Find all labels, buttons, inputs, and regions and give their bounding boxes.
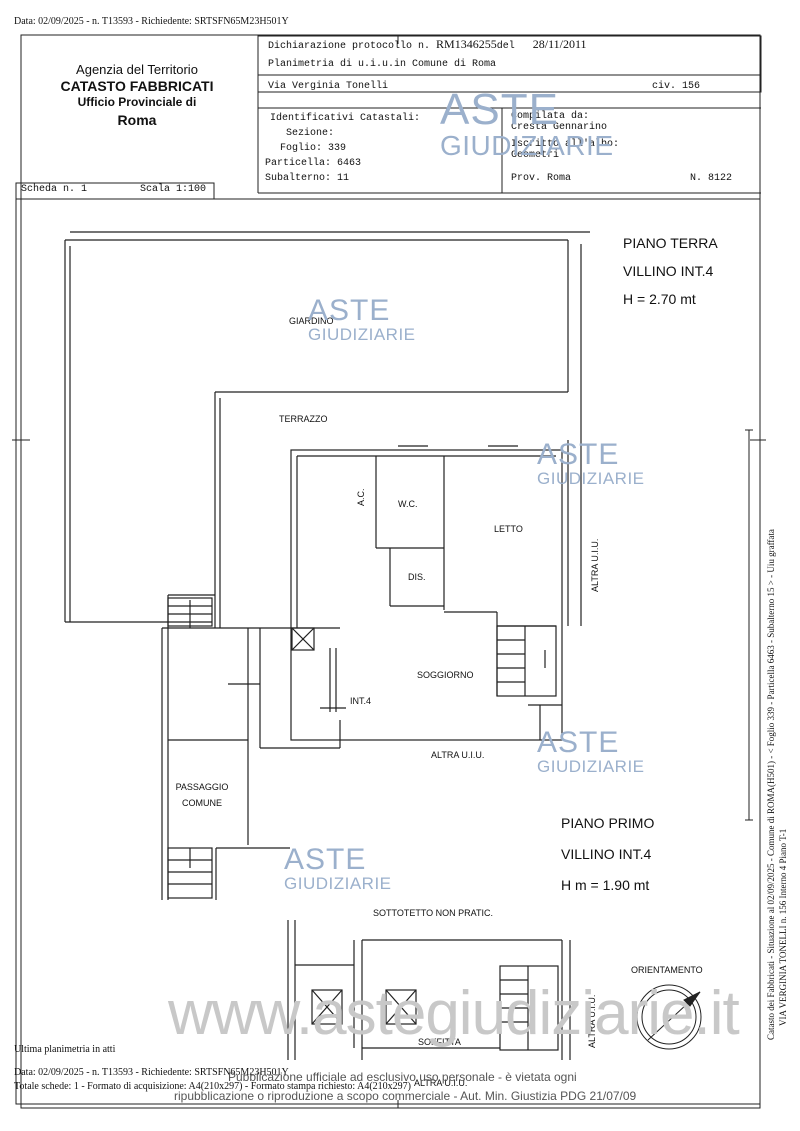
altra-uiu-bottom: ALTRA U.I.U.: [431, 750, 485, 760]
piano-terra-title: PIANO TERRA: [623, 235, 718, 251]
agency-department: CATASTO FABBRICATI: [60, 78, 214, 94]
room-sottotetto: SOTTOTETTO NON PRATIC.: [373, 908, 494, 918]
watermark-aste-4: ASTE GIUDIZIARIE: [537, 726, 645, 776]
header-request-info: Data: 02/09/2025 - n. T13593 - Richieden…: [14, 16, 289, 27]
compiled-name: Cresta Gennarino: [511, 122, 608, 133]
passaggio-line1: PASSAGGIO: [175, 782, 229, 792]
scale: Scala 1:100: [140, 184, 207, 195]
agency-city: Roma: [117, 112, 157, 128]
agency-block: Agenzia del Territorio CATASTO FABBRICAT…: [24, 62, 250, 130]
ids-title: Identificativi Catastali:: [270, 113, 421, 124]
piano-terra-villino: VILLINO INT.4: [623, 263, 714, 279]
watermark-aste-5: ASTE GIUDIZIARIE: [284, 843, 392, 893]
footer-data: Data: 02/09/2025 - n. T13593 - Richieden…: [14, 1067, 289, 1078]
compiled-block: Compilata da: Cresta Gennarino Iscritto …: [511, 111, 619, 161]
declaration-date: 28/11/2011: [532, 37, 587, 51]
room-wc: W.C.: [398, 499, 418, 509]
room-int4: INT.4: [350, 696, 372, 706]
altra-uiu-right: ALTRA U.I.U.: [590, 538, 600, 592]
civic-number: civ. 156: [652, 81, 701, 92]
side-cadastral-text: Catasto dei Fabbricati - Situazione al 0…: [765, 380, 789, 1040]
watermark-aste-3: ASTE GIUDIZIARIE: [537, 438, 645, 488]
agency-name: Agenzia del Territorio: [76, 62, 198, 77]
ids-sezione: Sezione:: [286, 128, 335, 139]
room-soggiorno: SOGGIORNO: [417, 670, 474, 680]
cadastral-ids: Identificativi Catastali: Sezione: Fogli…: [265, 111, 421, 186]
ids-subalterno: Subalterno: 11: [265, 173, 350, 184]
address-line: Via Verginia Tonelli: [268, 81, 389, 92]
footer-totale: Totale schede: 1 - Formato di acquisizio…: [14, 1081, 411, 1092]
planimetria-line: Planimetria di u.i.u.in Comune di Roma: [268, 59, 497, 70]
piano-primo-height: H m = 1.90 mt: [561, 877, 650, 893]
footer-ultima: Ultima planimetria in atti: [14, 1044, 116, 1055]
ids-foglio: Foglio: 339: [280, 143, 347, 154]
compiled-iscritto: Iscritto all'albo:: [511, 139, 620, 150]
room-ac: A.C.: [356, 488, 366, 506]
footer-publication-1: Pubblicazione ufficiale ad esclusivo uso…: [228, 1070, 577, 1084]
watermark-aste-2: ASTE GIUDIZIARIE: [308, 294, 416, 344]
declaration-del: del: [496, 41, 515, 52]
room-terrazzo: TERRAZZO: [279, 414, 328, 424]
room-giardino: GIARDINO: [289, 316, 334, 326]
agency-office: Ufficio Provinciale di: [77, 95, 197, 109]
side-line2: VIA VERGINIA TONELLI n. 156 Interno 4 Pi…: [778, 828, 788, 1026]
compiled-label: Compilata da:: [511, 111, 590, 122]
piano-terra-height: H = 2.70 mt: [623, 291, 696, 307]
compiled-number: N. 8122: [690, 173, 733, 184]
piano-primo-title: PIANO PRIMO: [561, 815, 655, 831]
piano-primo-villino: VILLINO INT.4: [561, 846, 652, 862]
declaration-line: Dichiarazione protocollo n. RM1346255del…: [268, 37, 587, 52]
room-passaggio-comune: PASSAGGIO COMUNE: [168, 779, 236, 811]
scheda-number: Scheda n. 1: [21, 184, 88, 195]
room-soffitta: SOFFITTA: [418, 1037, 461, 1047]
room-letto: LETTO: [494, 524, 523, 534]
piano-terra-heading: PIANO TERRA VILLINO INT.4 H = 2.70 mt: [623, 229, 718, 313]
passaggio-line2: COMUNE: [182, 798, 222, 808]
watermark-site: www.astegiudiziarie.it: [168, 979, 740, 1048]
compiled-albo: Geometri: [511, 150, 560, 161]
side-line1: Catasto dei Fabbricati - Situazione al 0…: [766, 529, 776, 1040]
altra-uiu-bottom-2: ALTRA U.I.U.: [414, 1078, 468, 1088]
compiled-prov: Prov. Roma: [511, 173, 572, 184]
declaration-label: Dichiarazione protocollo n.: [268, 41, 431, 52]
piano-primo-heading: PIANO PRIMO VILLINO INT.4 H m = 1.90 mt: [561, 808, 654, 901]
footer-publication-2: ripubblicazione o riproduzione a scopo c…: [174, 1089, 637, 1103]
orientamento-label: ORIENTAMENTO: [631, 965, 703, 975]
ids-particella: Particella: 6463: [265, 158, 362, 169]
watermark-aste-1: ASTE GIUDIZIARIE: [440, 85, 614, 161]
room-dis: DIS.: [408, 572, 426, 582]
declaration-number: RM1346255: [436, 37, 497, 51]
